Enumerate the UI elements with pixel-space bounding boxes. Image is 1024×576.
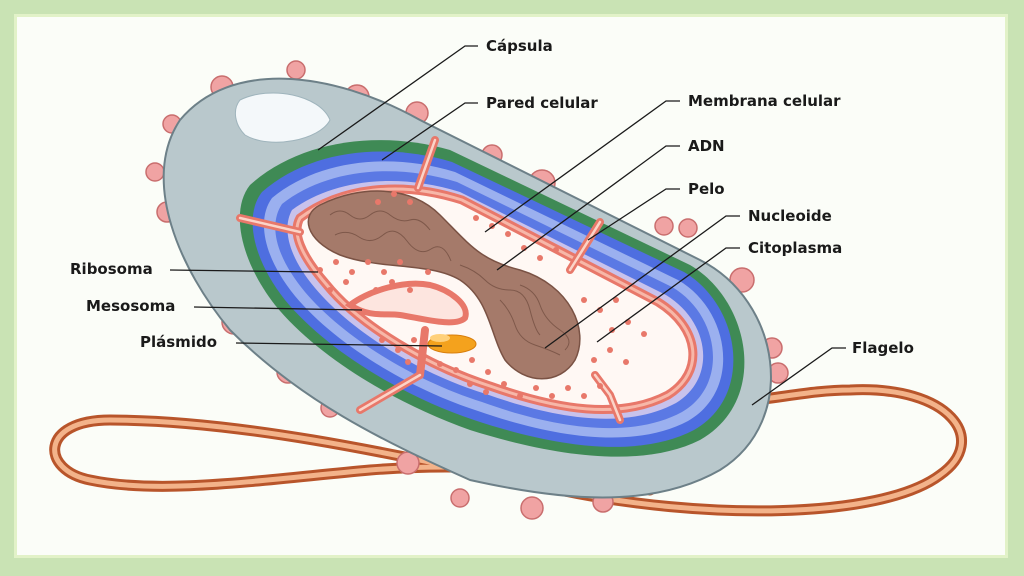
label-flagelo: Flagelo xyxy=(852,339,914,357)
label-membrana-celular: Membrana celular xyxy=(688,92,841,110)
label-citoplasma: Citoplasma xyxy=(748,239,842,257)
nucleoid xyxy=(307,190,581,380)
mesosome xyxy=(344,280,469,326)
ribosomes xyxy=(317,191,647,399)
leader-lines xyxy=(169,45,846,406)
label-plasmido: Plásmido xyxy=(140,333,217,351)
label-ribosoma: Ribosoma xyxy=(70,260,153,278)
label-mesosoma: Mesosoma xyxy=(86,297,175,315)
dna-strands xyxy=(329,210,570,356)
label-pelo: Pelo xyxy=(688,180,725,198)
label-adn: ADN xyxy=(688,137,725,155)
label-pared-celular: Pared celular xyxy=(486,94,598,112)
label-nucleoide: Nucleoide xyxy=(748,207,832,225)
label-capsula: Cápsula xyxy=(486,37,553,55)
